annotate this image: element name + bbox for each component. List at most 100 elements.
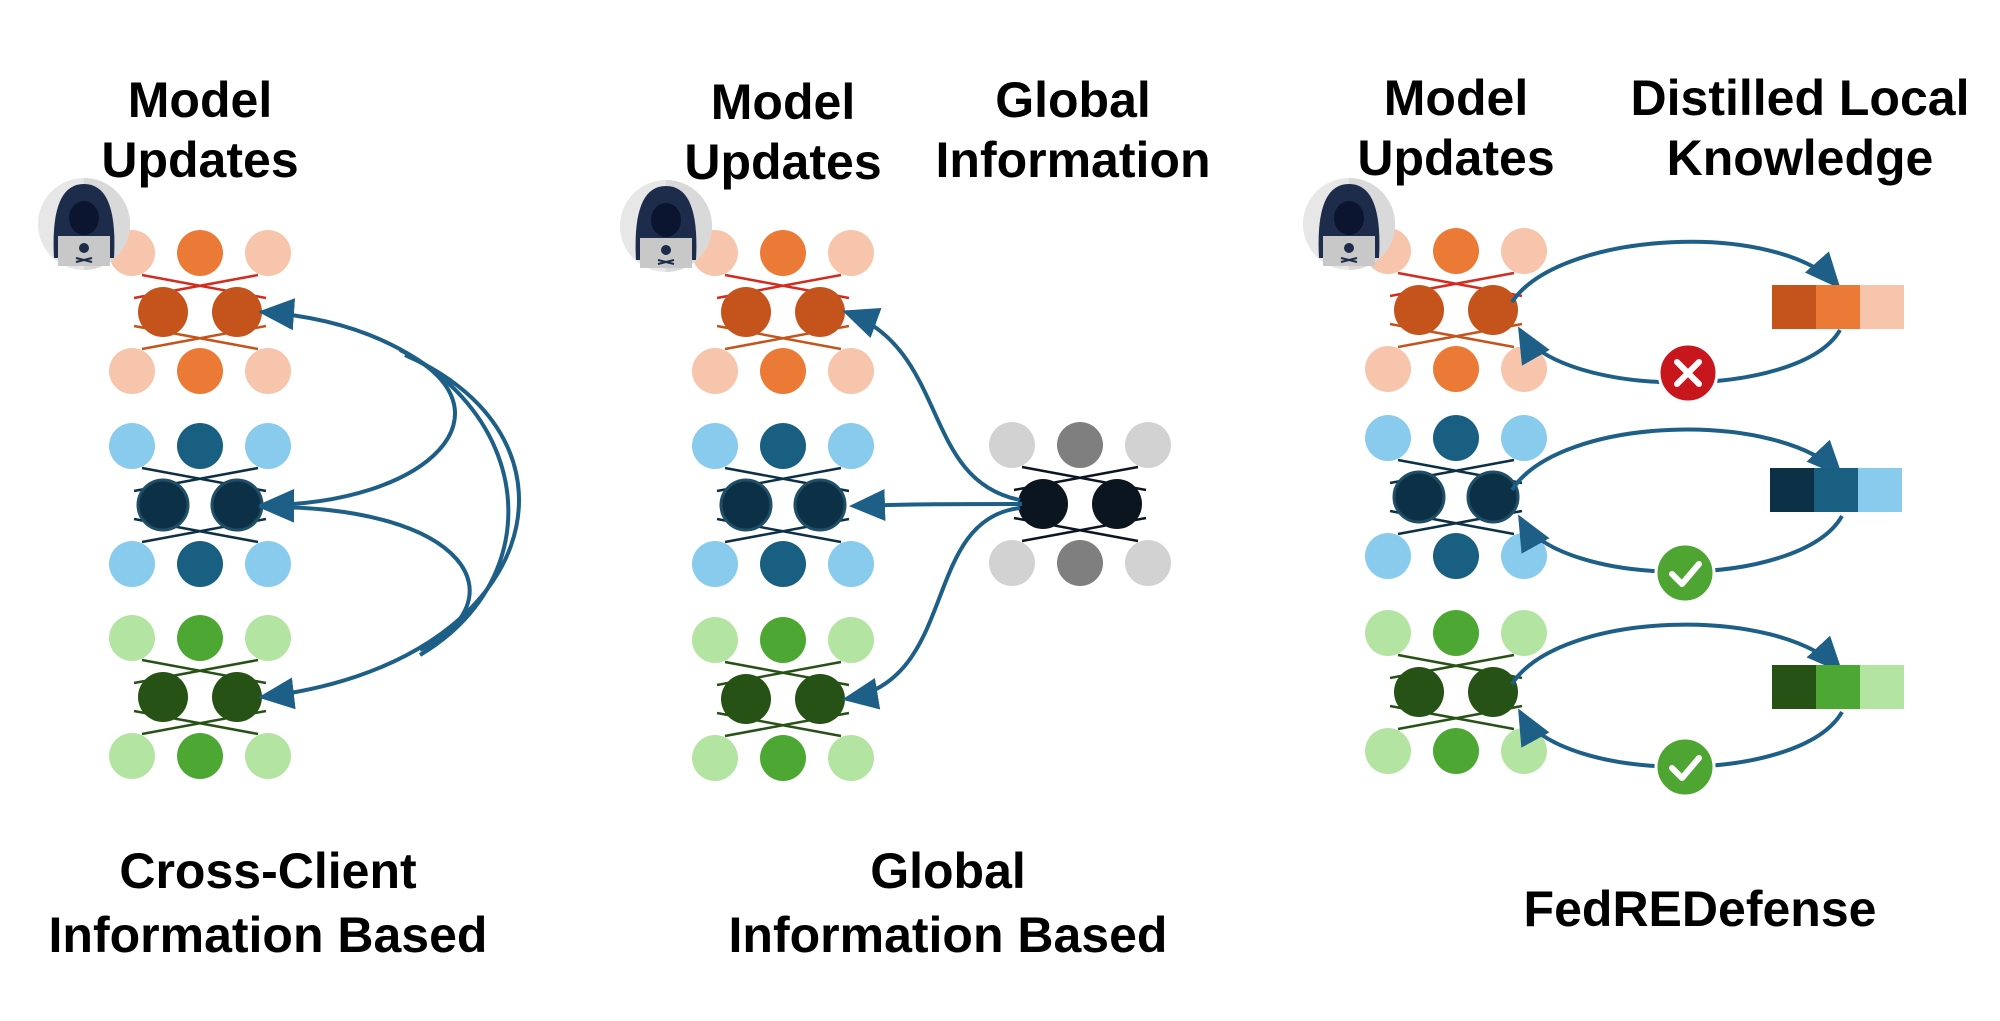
net-node: [692, 423, 738, 469]
net-node: [828, 230, 874, 276]
net-node: [692, 348, 738, 394]
net-node: [245, 230, 291, 276]
arrow-p1-orange-to-blue: [258, 348, 457, 521]
net-node: [177, 230, 223, 276]
net-node: [760, 541, 806, 587]
net-node: [989, 422, 1035, 468]
net-node: [210, 478, 264, 532]
net-node: [1018, 479, 1068, 529]
net-node: [760, 348, 806, 394]
net-node: [1501, 610, 1547, 656]
panel2-caption: Global Information Based: [729, 840, 1168, 967]
net-node: [1365, 415, 1411, 461]
net-node: [109, 733, 155, 779]
net-node: [109, 541, 155, 587]
net-node: [1468, 285, 1518, 335]
net-node: [719, 478, 773, 532]
net-node: [989, 540, 1035, 586]
net-node: [795, 674, 845, 724]
net-node: [1125, 540, 1171, 586]
net-node: [828, 541, 874, 587]
net-node: [1433, 610, 1479, 656]
net-node: [245, 541, 291, 587]
panel2-net-blue: [692, 423, 874, 587]
net-node: [212, 287, 262, 337]
net-node: [1125, 422, 1171, 468]
net-node: [138, 672, 188, 722]
panel2-caption-line1: Global: [870, 843, 1026, 899]
net-node: [692, 617, 738, 663]
net-node: [138, 287, 188, 337]
net-node: [245, 348, 291, 394]
panel2-net-orange: [692, 230, 874, 394]
panel3-net-blue: [1365, 415, 1547, 579]
knowledge-cell: [1816, 665, 1860, 709]
knowledge-cell: [1814, 468, 1858, 512]
net-node: [1392, 470, 1446, 524]
hacker-icon-panel1: [38, 178, 130, 270]
net-node: [1433, 533, 1479, 579]
panel3-net-orange: [1365, 228, 1547, 392]
knowledge-cell: [1770, 468, 1814, 512]
net-node: [1365, 346, 1411, 392]
net-node: [1433, 415, 1479, 461]
panel1-caption: Cross-Client Information Based: [49, 840, 488, 967]
arrow-p2-global-to-green: [842, 506, 1021, 710]
net-node: [1365, 533, 1411, 579]
panel1-caption-line2: Information Based: [48, 906, 488, 963]
net-node: [245, 733, 291, 779]
knowledge-cell: [1858, 468, 1902, 512]
net-node: [760, 230, 806, 276]
net-node: [177, 615, 223, 661]
arrow-p3-blue-out: [1510, 427, 1843, 492]
accept-check-icon: [1654, 542, 1716, 604]
panel1-caption-line1: Cross-Client: [119, 843, 417, 899]
knowledge-cell: [1860, 285, 1904, 329]
net-node: [1394, 667, 1444, 717]
knowledge-bar-blue: [1770, 468, 1902, 512]
net-node: [828, 735, 874, 781]
arrow-p1-green-to-orange: [258, 298, 511, 657]
arrow-p3-orange-out: [1510, 239, 1841, 304]
panel1-net-blue: [109, 423, 291, 587]
reject-x-icon: [1657, 342, 1719, 404]
net-node: [177, 423, 223, 469]
net-node: [795, 287, 845, 337]
net-node: [692, 735, 738, 781]
panel1-net-green: [109, 615, 291, 779]
net-node: [1057, 540, 1103, 586]
panel3-caption: FedREDefense: [1524, 878, 1877, 942]
arrow-p1-orange-to-green: [258, 353, 521, 710]
arrow-p1-green-to-blue: [258, 490, 472, 652]
knowledge-cell: [1772, 285, 1816, 329]
arrow-p2-global-to-orange: [842, 307, 1021, 502]
net-node: [1501, 415, 1547, 461]
net-node: [177, 348, 223, 394]
net-node: [760, 617, 806, 663]
hacker-icon-panel3: [1303, 178, 1395, 270]
panel1-header-model-updates: Model Updates: [101, 72, 299, 188]
net-node: [692, 541, 738, 587]
knowledge-cell: [1816, 285, 1860, 329]
panel2-header-model-updates: Model Updates: [684, 74, 882, 190]
arrow-p2-global-to-blue: [849, 489, 1023, 522]
net-node: [1092, 479, 1142, 529]
net-node: [828, 617, 874, 663]
net-node: [1365, 728, 1411, 774]
net-node: [1433, 228, 1479, 274]
panel2-header-global-information: Global Information: [935, 72, 1211, 188]
net-node: [760, 423, 806, 469]
net-node: [177, 733, 223, 779]
net-node: [721, 287, 771, 337]
net-node: [245, 615, 291, 661]
net-node: [1468, 667, 1518, 717]
accept-check-icon: [1654, 736, 1716, 798]
net-node: [1466, 470, 1520, 524]
net-node: [1394, 285, 1444, 335]
net-node: [828, 423, 874, 469]
net-node: [245, 423, 291, 469]
panel3-caption-line1: FedREDefense: [1523, 881, 1877, 937]
knowledge-bar-orange: [1772, 285, 1904, 329]
